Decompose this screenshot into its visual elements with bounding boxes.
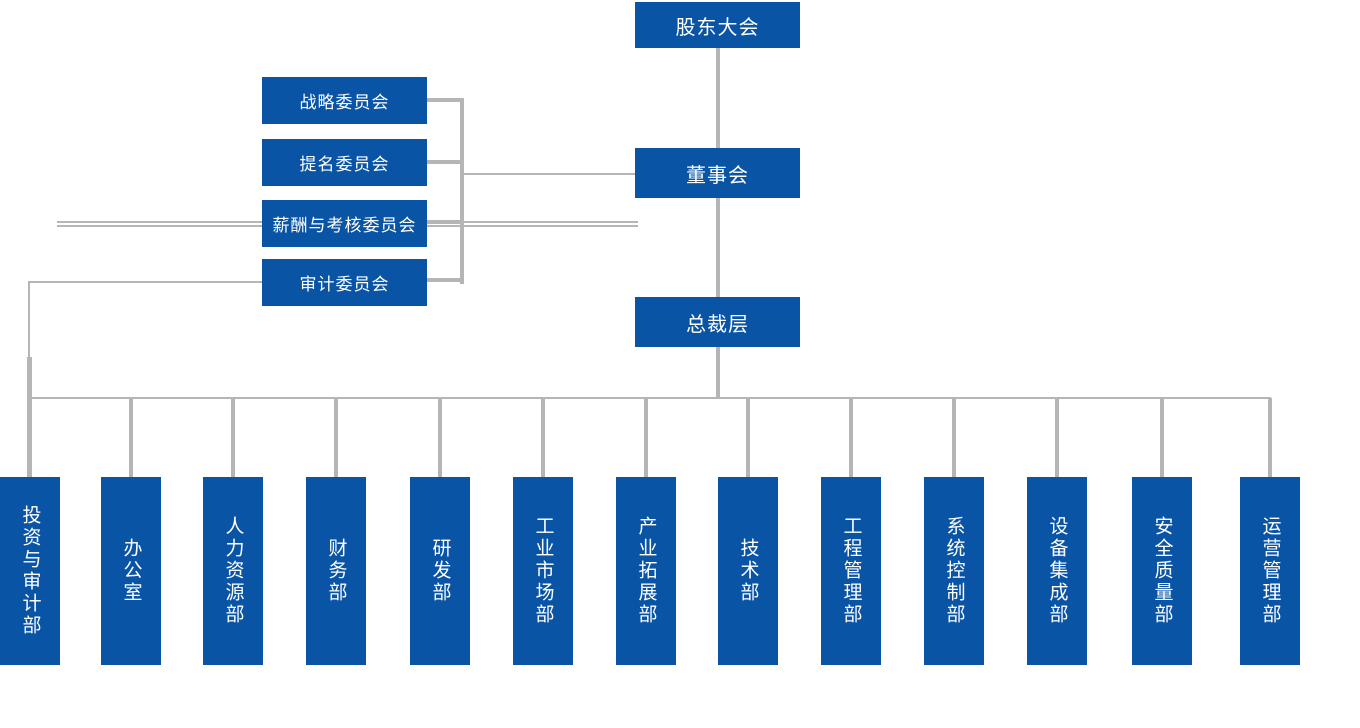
node-label: 安全质量部 [1151, 516, 1173, 626]
node-label: 审计委员会 [299, 275, 390, 294]
node-label: 战略委员会 [299, 93, 390, 112]
connector-drop-finance [334, 398, 338, 477]
node-label: 人力资源部 [222, 516, 244, 626]
connector-drop-equipment-integration [1055, 398, 1059, 477]
node-dept-operations-management: 运营管理部 [1240, 477, 1300, 665]
node-label: 薪酬与考核委员会 [272, 216, 417, 235]
node-label: 股东大会 [675, 16, 760, 39]
node-audit-committee: 审计委员会 [262, 259, 427, 306]
node-label: 工业市场部 [532, 516, 554, 626]
connector-department-spine [29, 397, 1271, 399]
node-dept-engineering-management: 工程管理部 [821, 477, 881, 665]
node-label: 设备集成部 [1046, 516, 1068, 626]
node-label: 研发部 [429, 538, 451, 604]
node-nomination-committee: 提名委员会 [262, 139, 427, 186]
node-dept-human-resources: 人力资源部 [203, 477, 263, 665]
connector-shareholders-board [716, 48, 720, 148]
node-dept-finance: 财务部 [306, 477, 366, 665]
connector-drop-hr [231, 398, 235, 477]
node-dept-investment-audit: 投资与审计部 [0, 477, 60, 665]
node-dept-system-control: 系统控制部 [924, 477, 984, 665]
node-label: 技术部 [737, 538, 759, 604]
connector-drop-engineering [849, 398, 853, 477]
node-dept-safety-quality: 安全质量部 [1132, 477, 1192, 665]
node-label: 系统控制部 [943, 516, 965, 626]
connector-audit-horizontal [29, 281, 262, 283]
node-label: 提名委员会 [299, 155, 390, 174]
connector-drop-rd [438, 398, 442, 477]
connector-audit-vertical [28, 281, 30, 398]
connector-board-executive [716, 198, 720, 297]
node-compensation-assessment-committee: 薪酬与考核委员会 [262, 200, 427, 247]
node-dept-industry-expansion: 产业拓展部 [616, 477, 676, 665]
node-dept-office: 办公室 [101, 477, 161, 665]
node-president-level: 总裁层 [635, 297, 800, 347]
connector-drop-operations [1268, 398, 1272, 477]
node-dept-research-development: 研发部 [410, 477, 470, 665]
connector-committees-board [464, 173, 635, 175]
connector-nomination-stub [427, 160, 464, 164]
node-label: 工程管理部 [840, 516, 862, 626]
connector-committee-spine [460, 98, 464, 284]
node-label: 运营管理部 [1259, 516, 1281, 626]
connector-drop-safety-quality [1160, 398, 1164, 477]
connector-drop-technology [746, 398, 750, 477]
connector-drop-office [129, 398, 133, 477]
connector-audit-stub [427, 278, 464, 282]
node-label: 总裁层 [686, 313, 749, 336]
node-dept-industrial-market: 工业市场部 [513, 477, 573, 665]
node-label: 财务部 [325, 538, 347, 604]
connector-drop-system-control [952, 398, 956, 477]
node-label: 投资与审计部 [19, 505, 41, 637]
node-label: 产业拓展部 [635, 516, 657, 626]
node-dept-technology: 技术部 [718, 477, 778, 665]
node-board-of-directors: 董事会 [635, 148, 800, 198]
connector-drop-industry-expansion [644, 398, 648, 477]
node-dept-equipment-integration: 设备集成部 [1027, 477, 1087, 665]
connector-executive-spine [716, 347, 720, 398]
connector-drop-industrial-market [541, 398, 545, 477]
node-strategy-committee: 战略委员会 [262, 77, 427, 124]
connector-strategy-stub [427, 98, 464, 102]
node-label: 董事会 [686, 164, 749, 187]
connector-drop-investment-audit [27, 357, 32, 477]
node-shareholders-meeting: 股东大会 [635, 2, 800, 48]
node-label: 办公室 [120, 538, 142, 604]
